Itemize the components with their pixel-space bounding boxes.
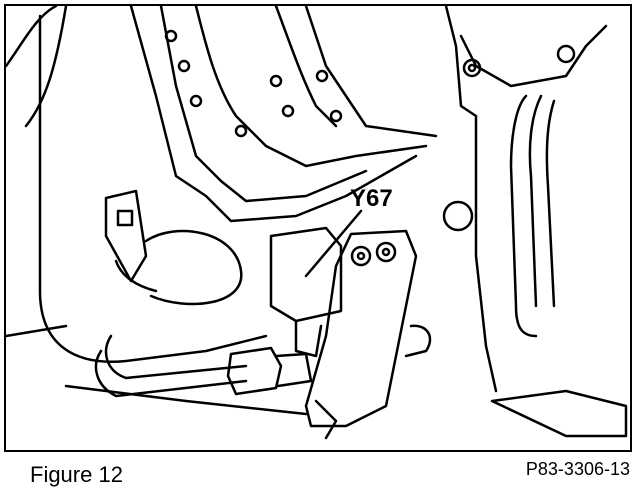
valve-body	[269, 226, 343, 323]
y67-leader	[304, 209, 363, 278]
floor-block	[490, 389, 628, 438]
pivot-bracket	[104, 189, 148, 283]
line-drawing: Y67	[6, 6, 628, 440]
upper-bracket	[129, 6, 418, 223]
figure-caption: Figure 12	[30, 462, 123, 487]
left-housing	[6, 6, 268, 363]
union-nut	[226, 346, 283, 396]
y67-bracket	[304, 229, 418, 428]
y67-callout-label: Y67	[350, 185, 393, 212]
pipe	[94, 349, 248, 398]
illustration-frame: Y67	[4, 4, 632, 452]
right-frame	[444, 6, 498, 393]
hose	[144, 229, 243, 306]
figure-reference-code: P83-3306-13	[525, 459, 630, 479]
